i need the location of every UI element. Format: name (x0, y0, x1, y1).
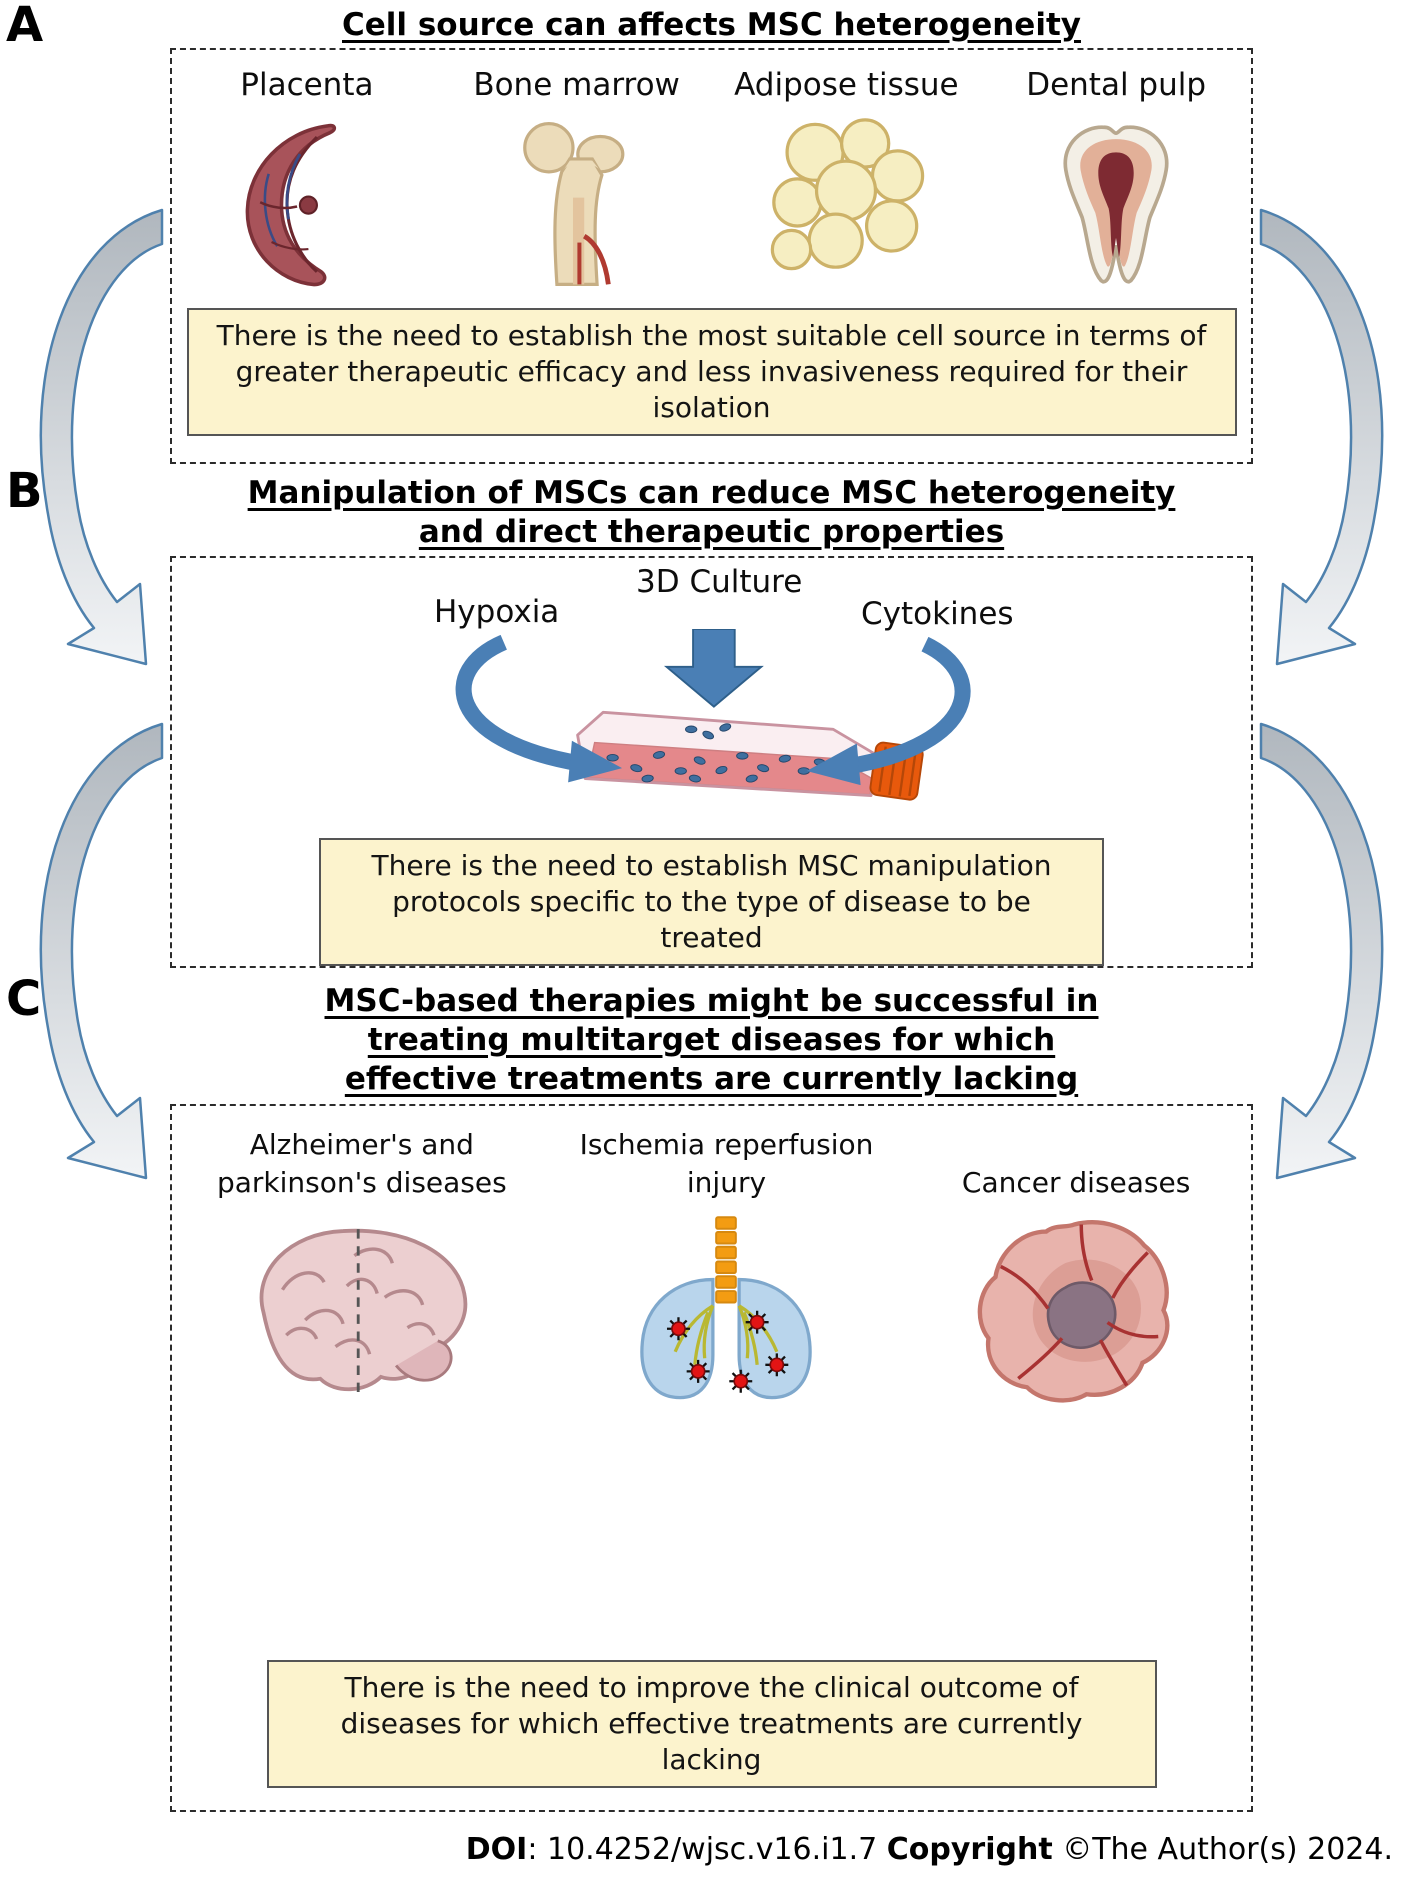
disease-neurodegenerative: Alzheimer's and parkinson's diseases (197, 1120, 527, 1414)
panel-c-box: Alzheimer's and parkinson's diseases (170, 1104, 1253, 1812)
panel-b-box: Hypoxia 3D Culture Cytokines (170, 556, 1253, 968)
doi-label: DOI (465, 1832, 528, 1867)
manipulation-factors-row: Hypoxia 3D Culture Cytokines (172, 564, 1251, 632)
source-placenta: Placenta (172, 66, 442, 294)
curved-arrow-a-to-b-right-icon (1259, 208, 1384, 666)
panel-c-note: There is the need to improve the clinica… (266, 1660, 1157, 1788)
cytokines-label: Cytokines (861, 596, 1014, 632)
panel-b-note: There is the need to establish MSC manip… (319, 838, 1104, 966)
panel-a-title: Cell source can affects MSC heterogeneit… (170, 6, 1253, 45)
culture-flask-icon (455, 629, 970, 801)
disease-cancer: Cancer diseases (926, 1120, 1226, 1414)
source-adipose-tissue: Adipose tissue (712, 66, 982, 294)
panel-c-label: C (6, 971, 42, 1027)
panel-b-title: Manipulation of MSCs can reduce MSC hete… (170, 474, 1253, 552)
curved-arrow-b-to-c-left-icon (39, 722, 164, 1180)
disease-ischemia-reperfusion: Ischemia reperfusion injury (576, 1120, 876, 1414)
placenta-label: Placenta (240, 67, 374, 103)
cytokines-arrow-icon (806, 637, 970, 786)
panel-a-box: Placenta Bone marrow (170, 48, 1253, 464)
brain-icon (259, 1228, 468, 1393)
lungs-icon (640, 1216, 813, 1400)
hypoxia-arrow-icon (455, 635, 622, 783)
curved-arrow-a-to-b-left-icon (39, 208, 164, 666)
placenta-icon (245, 123, 336, 287)
panel-c-title-line-3: effective treatments are currently lacki… (344, 1061, 1079, 1097)
flask-body (575, 711, 876, 798)
doi-value: : 10.4252/wjsc.v16.i1.7 (527, 1832, 887, 1867)
panel-c-title-line-1: MSC-based therapies might be successful … (324, 983, 1099, 1019)
doi-copyright-line: DOI: 10.4252/wjsc.v16.i1.7 Copyright ©Th… (466, 1832, 1393, 1867)
dental-pulp-label: Dental pulp (1026, 67, 1207, 103)
cell-sources-row: Placenta Bone marrow (172, 66, 1251, 294)
copyright-label: Copyright (886, 1832, 1053, 1867)
adipose-tissue-label: Adipose tissue (734, 67, 959, 103)
ischemia-reperfusion-label: Ischemia reperfusion injury (579, 1128, 874, 1199)
msc-cells (605, 723, 826, 783)
cancer-diseases-label: Cancer diseases (961, 1166, 1191, 1199)
trachea (715, 1216, 738, 1304)
panel-b-title-line-1: Manipulation of MSCs can reduce MSC hete… (247, 475, 1176, 511)
diseases-row: Alzheimer's and parkinson's diseases (172, 1120, 1251, 1414)
bone-marrow-icon (522, 122, 625, 286)
source-dental-pulp: Dental pulp (981, 66, 1251, 294)
source-bone-marrow: Bone marrow (442, 66, 712, 294)
tumor-icon (977, 1220, 1170, 1403)
3d-culture-arrow-icon (663, 629, 764, 709)
bone-marrow-label: Bone marrow (473, 67, 680, 103)
panel-a-label: A (6, 0, 44, 53)
panel-b-title-line-2: and direct therapeutic properties (418, 514, 1005, 550)
panel-b-label: B (6, 463, 43, 519)
alzheimers-parkinsons-label: Alzheimer's and parkinson's diseases (216, 1128, 507, 1199)
panel-a-note: There is the need to establish the most … (186, 308, 1237, 436)
3d-culture-label: 3D Culture (636, 564, 803, 600)
curved-arrow-b-to-c-right-icon (1259, 722, 1384, 1180)
dental-pulp-icon (1063, 125, 1169, 284)
panel-a-title-text: Cell source can affects MSC heterogeneit… (342, 7, 1081, 43)
panel-c-title: MSC-based therapies might be successful … (170, 982, 1253, 1099)
tumor-vessels (1000, 1224, 1159, 1387)
hypoxia-label: Hypoxia (434, 594, 560, 630)
ischemia-damage-marks (667, 1310, 789, 1393)
copyright-value: ©The Author(s) 2024. (1052, 1832, 1393, 1867)
adipose-tissue-icon (771, 118, 925, 271)
panel-c-title-line-2: treating multitarget diseases for which (367, 1022, 1056, 1058)
